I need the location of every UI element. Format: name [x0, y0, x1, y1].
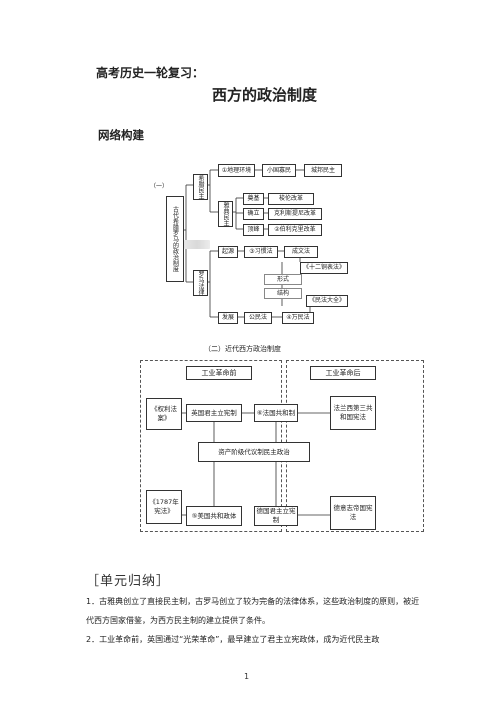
cleis-label: 确立	[243, 208, 264, 220]
page-title: 西方的政治制度	[212, 86, 318, 104]
cleis-reform-node: 克利斯提尼改革	[268, 208, 322, 220]
bourgeois-democracy-node: 资产阶级代议制民主政治	[198, 442, 310, 462]
bill-of-rights-node: 《权利法案》	[146, 398, 182, 430]
solon-reform-node: 梭伦改革	[268, 193, 314, 205]
page-number: 1	[244, 672, 250, 681]
diagram1-section: （一）	[150, 183, 169, 190]
origin-label: 起源	[218, 246, 238, 258]
develop-label: 发展	[218, 312, 238, 324]
greece-node: 希腊民主	[193, 174, 208, 200]
us-republic-node: ⑤美国共和政体	[186, 506, 242, 526]
peak-label: 顶峰	[243, 224, 264, 236]
de-monarchy-node: 德国君主立宪制	[254, 506, 298, 526]
diagram2-section: （二）近代西方政治制度	[204, 345, 281, 353]
form-label: 形式	[264, 274, 302, 285]
jus-gentium-node: ④万民法	[282, 312, 314, 324]
rome-node: 罗马法律	[193, 270, 208, 296]
twelve-tables-node: 《十二铜表法》	[300, 262, 348, 274]
before-header: 工业革命前	[186, 366, 252, 380]
de-constitution-node: 德意志帝国宪法	[330, 496, 376, 530]
small-state-node: 小国寡民	[262, 164, 296, 177]
pericles-reform-node: ②伯利克里改革	[268, 224, 322, 236]
fr-constitution-node: 法兰西第三共和国宪法	[330, 396, 376, 430]
blurred-region	[184, 240, 210, 249]
geo-node: ①地理环境	[218, 164, 255, 177]
summary-paragraph-2: 2．工业革命前，英国通过“光荣革命”，最早建立了君主立宪政体，成为近代民主政	[86, 635, 380, 644]
series-title: 高考历史一轮复习：	[96, 66, 205, 80]
city-state-node: 城邦民主	[304, 164, 342, 177]
fr-republic-node: ⑥法国共和制	[254, 404, 298, 422]
uk-monarchy-node: 英国君主立宪制	[186, 404, 242, 422]
section-heading: 网络构建	[98, 128, 144, 142]
root-node: 古代希腊罗马的政治制度	[166, 196, 184, 282]
structure-label: 结构	[264, 288, 302, 299]
after-header: 工业革命后	[310, 366, 376, 380]
civil-code-node: 《民法大全》	[306, 295, 348, 307]
unit-summary-heading: ［单元归纳］	[86, 574, 171, 589]
solon-label: 奠基	[243, 193, 264, 205]
summary-paragraph-1: 1．古雅典创立了直接民主制，古罗马创立了较为完备的法律体系，这些政治制度的原则，…	[86, 597, 420, 625]
customary-law-node: ③习惯法	[244, 246, 278, 258]
citizen-law-node: 公民法	[244, 312, 272, 324]
written-law-node: 成文法	[284, 246, 318, 258]
us-constitution-node: 《1787年宪法》	[146, 490, 182, 524]
athens-node: 雅典民主	[218, 201, 233, 227]
